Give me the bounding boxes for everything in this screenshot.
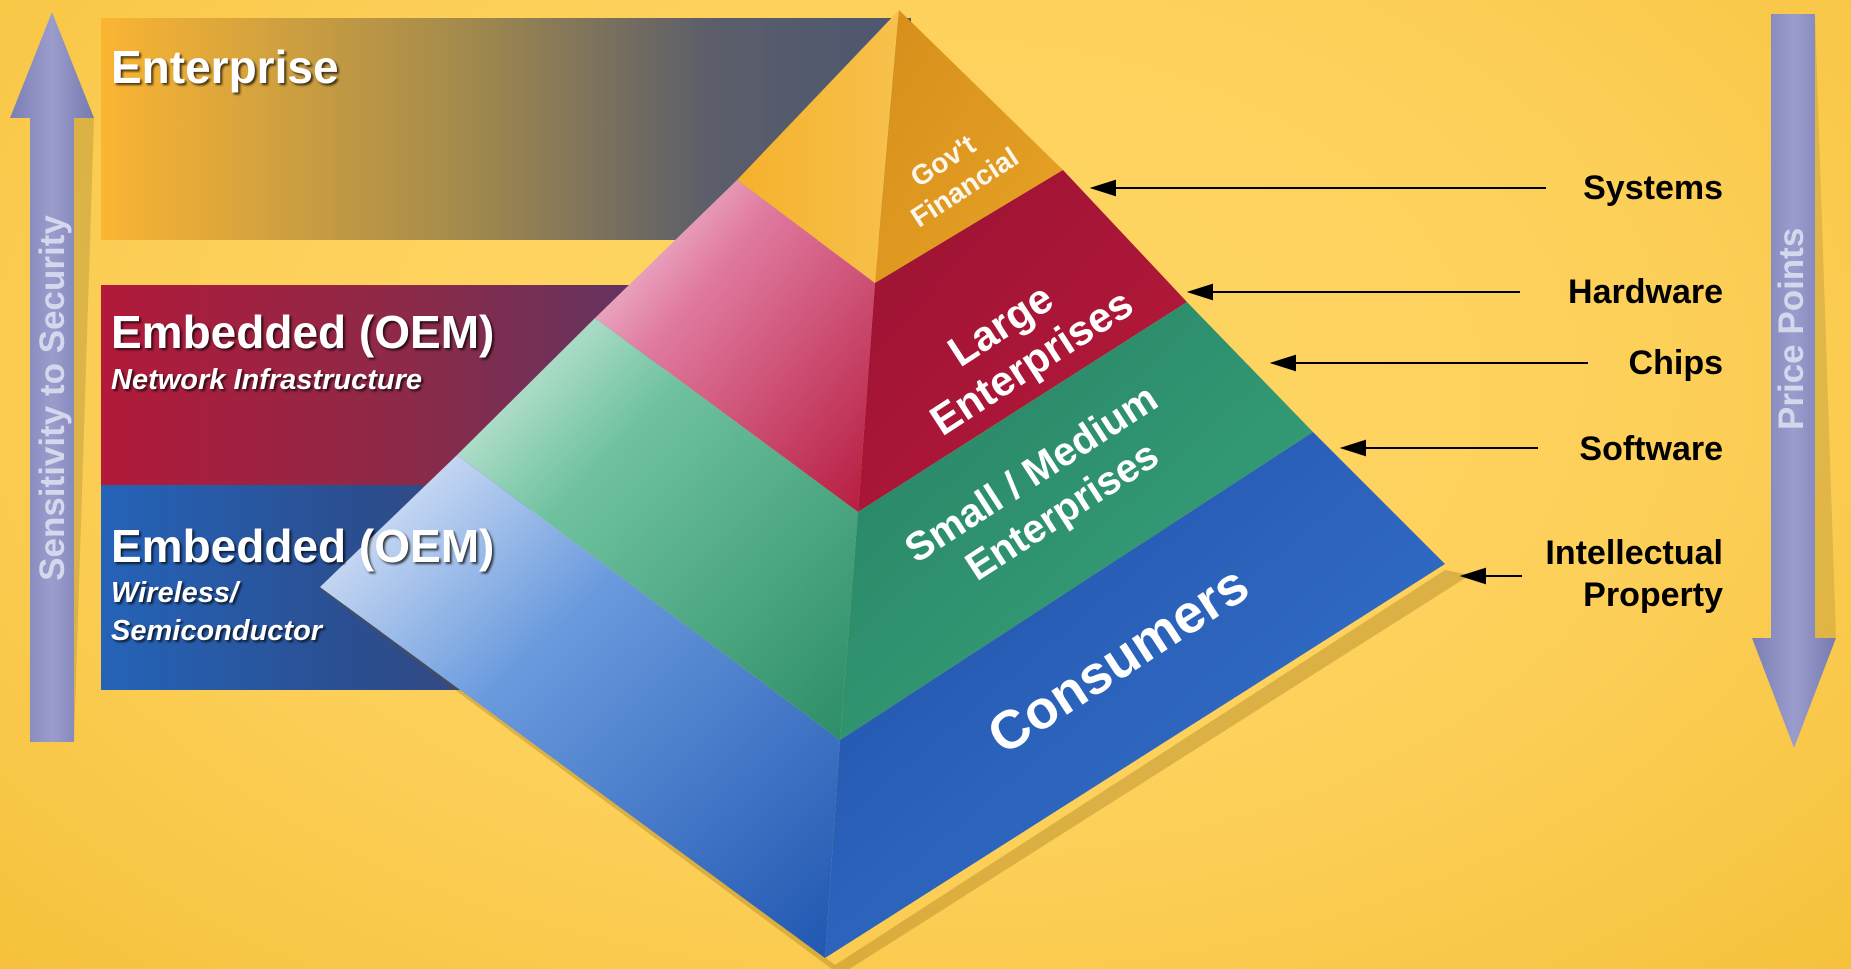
tier4-left-face [320, 455, 840, 958]
sensitivity-arrow [10, 12, 94, 742]
embedded-wireless-title: Embedded (OEM) [111, 520, 495, 572]
hardware-label: Hardware [1568, 273, 1723, 311]
price-points-arrow [1752, 14, 1836, 748]
enterprise-title: Enterprise [111, 41, 339, 93]
price-points-label: Price Points [1772, 227, 1811, 430]
embedded-wireless-subtitle-2: Semiconductor [111, 615, 323, 647]
tier3-left-face [457, 318, 858, 740]
tier3-right-face [840, 302, 1313, 740]
ip-pointer [1459, 567, 1522, 585]
systems-label: Systems [1583, 169, 1723, 207]
ip-label-line2: Property [1583, 576, 1723, 614]
software-pointer [1339, 439, 1538, 457]
sensitivity-label: Sensitivity to Security [33, 215, 72, 581]
tier4-right-face [825, 432, 1445, 958]
chips-label: Chips [1628, 344, 1723, 382]
software-label: Software [1579, 430, 1723, 468]
hardware-pointer [1186, 283, 1520, 301]
chips-pointer [1269, 354, 1588, 372]
tier2-right-face [858, 170, 1187, 512]
embedded-wireless-subtitle-1: Wireless/ [111, 577, 239, 609]
embedded-network-subtitle: Network Infrastructure [111, 364, 423, 396]
tier1-left-face [737, 10, 899, 283]
systems-pointer [1089, 179, 1546, 197]
tier2-left-face [595, 180, 875, 512]
embedded-network-title: Embedded (OEM) [111, 306, 495, 358]
ip-label-line1: Intellectual [1545, 534, 1723, 572]
tier1-right-face [875, 10, 1063, 283]
